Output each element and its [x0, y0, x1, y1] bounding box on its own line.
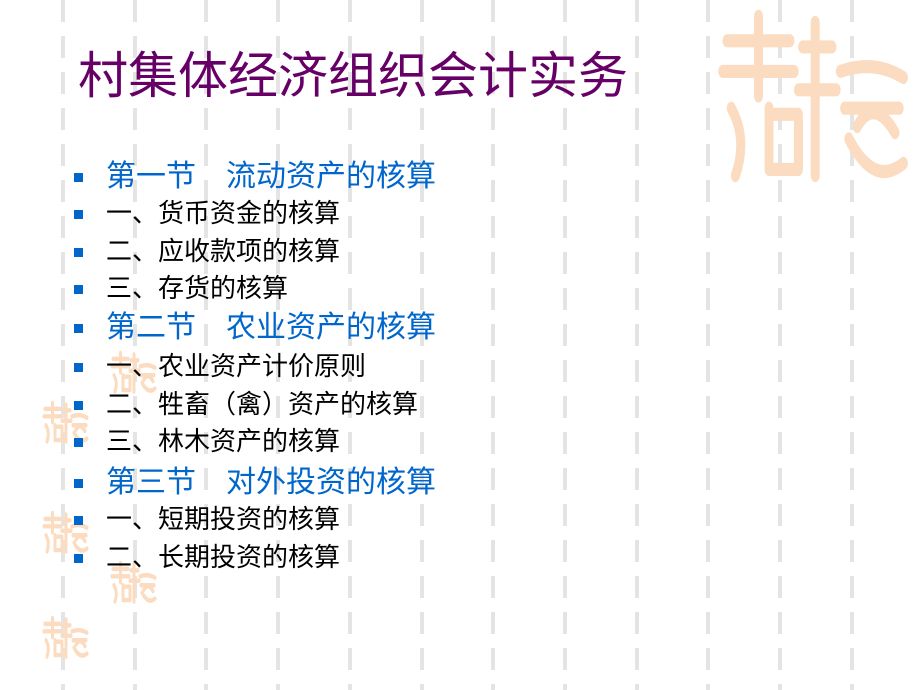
background-dashed-line [706, 0, 711, 690]
seal-stroke [718, 9, 803, 183]
seal-stroke [128, 562, 157, 604]
background-dashed-line [491, 0, 496, 690]
background-dashed-line [634, 0, 639, 690]
square-bullet-icon [74, 324, 83, 333]
watermark-seal-icon [42, 510, 89, 554]
square-bullet-icon [74, 248, 83, 257]
seal-stroke [42, 400, 64, 444]
square-bullet-icon [74, 285, 83, 294]
watermark-seal-icon [718, 9, 908, 183]
outline-text: 三、林木资产的核算 [106, 427, 341, 457]
outline-text: 第三节 对外投资的核算 [106, 465, 436, 500]
square-bullet-icon [74, 516, 83, 525]
square-bullet-icon [74, 479, 83, 488]
background-dashed-line [132, 0, 137, 690]
seal-stroke [110, 350, 132, 394]
square-bullet-icon [74, 554, 83, 563]
seal-stroke [60, 402, 89, 444]
outline-text: 三、存货的核算 [106, 274, 289, 304]
seal-stroke [793, 15, 908, 183]
seal-stroke [42, 510, 64, 554]
square-bullet-icon [74, 401, 83, 410]
outline-text: 二、长期投资的核算 [106, 543, 341, 573]
outline-text: 一、货币资金的核算 [106, 199, 341, 229]
seal-stroke [110, 560, 132, 604]
square-bullet-icon [74, 438, 83, 447]
watermark-seal-icon [42, 400, 89, 444]
background-dashed-line [61, 0, 65, 690]
outline-text: 一、短期投资的核算 [106, 505, 341, 535]
watermark-seal-icon [42, 615, 89, 659]
seal-stroke [60, 512, 89, 554]
outline-text: 二、牲畜（禽）资产的核算 [106, 390, 419, 420]
outline-text: 第二节 农业资产的核算 [106, 310, 436, 345]
slide-title: 村集体经济组织会计实务 [78, 47, 628, 105]
square-bullet-icon [74, 210, 83, 219]
background-dashed-line [276, 0, 281, 690]
seal-stroke [128, 352, 157, 394]
background-dashed-line [204, 0, 209, 690]
watermark-seal-icon [110, 560, 157, 604]
background-dashed-line [347, 0, 352, 690]
background-dashed-line [419, 0, 424, 690]
outline-text: 一、农业资产计价原则 [106, 352, 367, 382]
seal-stroke [42, 615, 64, 659]
seal-stroke [60, 617, 89, 659]
square-bullet-icon [74, 363, 83, 372]
outline-text: 第一节 流动资产的核算 [106, 159, 436, 194]
background-dashed-line [562, 0, 567, 690]
watermark-seal-icon [110, 350, 157, 394]
background-dashed-line [849, 0, 854, 690]
square-bullet-icon [74, 173, 83, 182]
outline-text: 二、应收款项的核算 [106, 237, 341, 267]
background-dashed-line [778, 0, 782, 690]
